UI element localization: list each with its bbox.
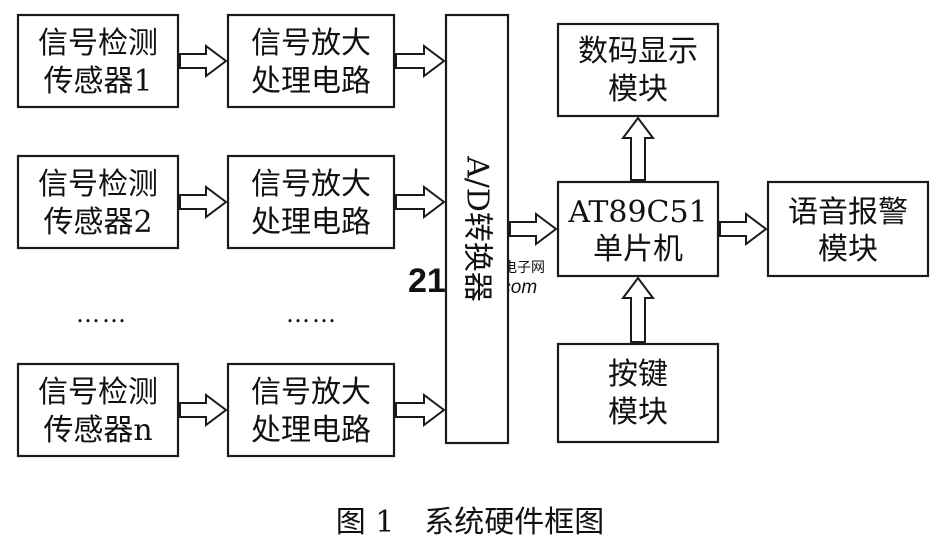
- sensor-1-line2: 传感器1: [43, 64, 152, 99]
- sensor-box-1: 信号检测 传感器1: [16, 13, 180, 109]
- amplifier-2-line2: 处理电路: [251, 205, 371, 240]
- keys-line1: 按键: [608, 357, 668, 392]
- arrow-amp1-to-adc: [395, 44, 446, 78]
- display-line1: 数码显示: [578, 34, 698, 69]
- amplifier-2-line1: 信号放大: [251, 167, 371, 202]
- amplifier-1-line1: 信号放大: [251, 26, 371, 61]
- keys-module-box: 按键 模块: [556, 342, 720, 444]
- arrow-adc-to-mcu: [509, 212, 558, 246]
- amplifier-ellipsis: ……: [286, 300, 338, 328]
- sensor-n-line2: 传感器n: [43, 413, 152, 448]
- amplifier-n-line2: 处理电路: [251, 413, 371, 448]
- arrow-sensor2-to-amp2: [179, 185, 228, 219]
- keys-line2: 模块: [608, 395, 668, 430]
- amplifier-box-2: 信号放大 处理电路: [226, 154, 396, 250]
- mcu-line1: AT89C51: [567, 195, 707, 230]
- arrow-sensorn-to-ampn: [179, 393, 228, 427]
- arrow-keys-to-mcu: [621, 276, 655, 343]
- alarm-line1: 语音报警: [788, 195, 908, 230]
- sensor-n-line1: 信号检测: [38, 375, 158, 410]
- amplifier-box-n: 信号放大 处理电路: [226, 362, 396, 458]
- sensor-ellipsis: ……: [76, 300, 128, 328]
- arrow-mcu-to-display: [621, 116, 655, 181]
- amplifier-1-line2: 处理电路: [251, 64, 371, 99]
- arrow-amp2-to-adc: [395, 185, 446, 219]
- sensor-2-line1: 信号检测: [38, 167, 158, 202]
- sensor-box-2: 信号检测 传感器2: [16, 154, 180, 250]
- sensor-box-n: 信号检测 传感器n: [16, 362, 180, 458]
- figure-caption: 图 1 系统硬件框图: [336, 505, 605, 540]
- display-module-box: 数码显示 模块: [556, 22, 720, 118]
- adc-label: A/D转换器: [460, 155, 495, 302]
- amplifier-box-1: 信号放大 处理电路: [226, 13, 396, 109]
- arrow-ampn-to-adc: [395, 393, 446, 427]
- sensor-1-line1: 信号检测: [38, 26, 158, 61]
- alarm-module-box: 语音报警 模块: [766, 180, 930, 278]
- adc-box: A/D转换器: [444, 13, 510, 445]
- sensor-2-line2: 传感器2: [43, 205, 152, 240]
- display-line2: 模块: [608, 72, 668, 107]
- amplifier-n-line1: 信号放大: [251, 375, 371, 410]
- watermark-small-cn: 电子网: [503, 259, 545, 275]
- arrow-mcu-to-alarm: [719, 212, 768, 246]
- mcu-line2: 单片机: [593, 232, 683, 267]
- mcu-box: AT89C51 单片机: [556, 180, 720, 278]
- arrow-sensor1-to-amp1: [179, 44, 228, 78]
- alarm-line2: 模块: [818, 232, 878, 267]
